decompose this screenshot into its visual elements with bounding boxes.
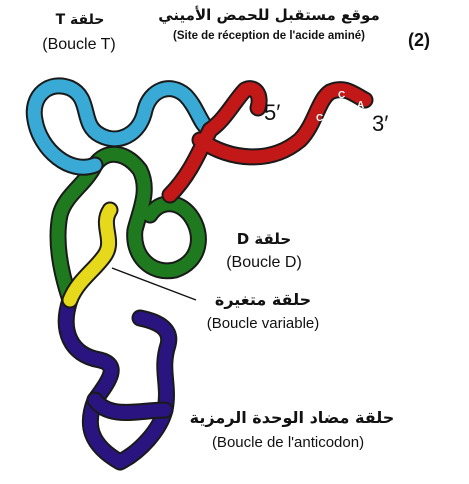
t-loop-label-fr: (Boucle T): [24, 36, 134, 54]
variable-loop-strand: [70, 210, 110, 300]
variable-loop-label-ar: حلقة متغيرة: [188, 290, 338, 309]
anticodon-loop-label-fr: (Boucle de l'anticodon): [168, 434, 408, 451]
t-loop-label-ar: حلقة T: [30, 12, 130, 28]
figure-number: (2): [408, 30, 430, 51]
variable-loop-label-fr: (Boucle variable): [178, 315, 348, 332]
d-loop-label-fr: (Boucle D): [208, 254, 320, 272]
d-loop-label-ar: حلقة D: [214, 230, 314, 248]
anticodon-loop-strand: [95, 400, 165, 413]
acceptor-site-label-fr: (Site de réception de l'acide aminé): [134, 30, 404, 42]
anticodon-loop-label-ar: حلقة مضاد الوحدة الرمزية: [172, 408, 412, 427]
cca-letter-a: A: [357, 100, 364, 111]
cca-letter-c1: C: [316, 113, 323, 124]
five-prime-end: 5′: [264, 100, 280, 126]
acceptor-site-label-ar: موقع مستقبل للحمض الأميني: [138, 6, 400, 24]
three-prime-end: 3′: [372, 111, 388, 137]
anticodon-arm-strand: [66, 300, 169, 462]
cca-letter-c2: C: [338, 90, 345, 101]
